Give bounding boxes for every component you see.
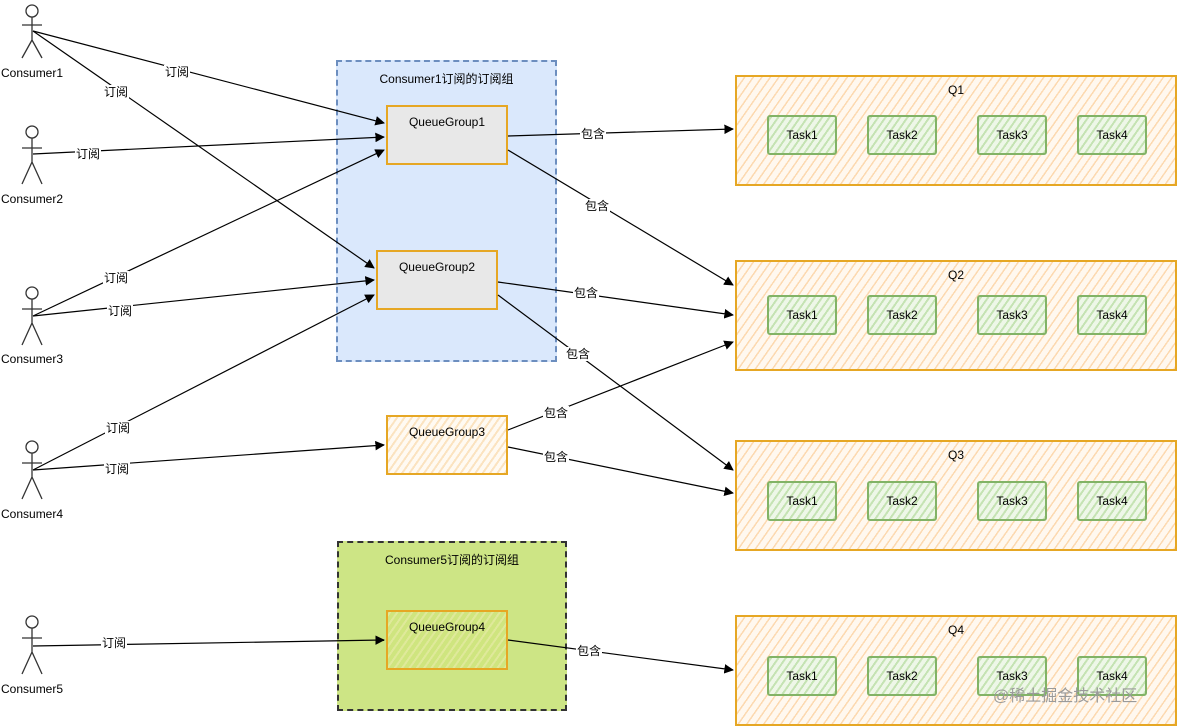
contains-label: 包含 [565, 347, 592, 361]
queuegroup2-box[interactable]: QueueGroup2 [376, 250, 498, 310]
queuegroup-label: QueueGroup4 [408, 620, 486, 634]
queuegroup-label: QueueGroup3 [408, 425, 486, 439]
task[interactable]: Task3 [977, 115, 1047, 155]
edge-c1-qg1 [32, 30, 385, 126]
queue-q2[interactable]: Q2 Task1 Task2 Task3 Task4 [735, 260, 1177, 371]
queue-title: Q2 [947, 268, 964, 282]
queuegroup-label: QueueGroup1 [408, 115, 486, 129]
queuegroup1-box[interactable]: QueueGroup1 [386, 105, 508, 165]
edge-c5-qg4 [32, 635, 385, 647]
task[interactable]: Task4 [1077, 481, 1147, 521]
edge-c3-qg1 [32, 149, 385, 317]
edge-qg2-q3 [497, 294, 734, 471]
contains-label: 包含 [580, 127, 607, 141]
edge-qg4-q4 [507, 639, 734, 674]
watermark: @稀土掘金技术社区 [993, 688, 1138, 705]
contains-label: 包含 [543, 406, 570, 420]
task[interactable]: Task3 [977, 295, 1047, 335]
task[interactable]: Task1 [767, 656, 837, 696]
queue-title: Q4 [947, 623, 964, 637]
contains-label: 包含 [543, 450, 570, 464]
subscribe-label: 订阅 [101, 636, 128, 650]
task[interactable]: Task4 [1077, 656, 1147, 696]
subscribe-label: 订阅 [103, 85, 130, 99]
subscribe-label: 订阅 [75, 147, 102, 161]
consumer2-label: Consumer2 [1, 192, 64, 206]
contains-label: 包含 [573, 286, 600, 300]
subscribe-label: 订阅 [104, 462, 131, 476]
edge-c1-qg2 [32, 30, 375, 269]
consumer4-actor-icon [21, 440, 43, 500]
edge-c4-qg3 [32, 440, 385, 471]
consumer3-label: Consumer3 [1, 352, 64, 366]
subscribe-label: 订阅 [107, 304, 134, 318]
task[interactable]: Task3 [977, 656, 1047, 696]
queue-q1[interactable]: Q1 Task1 Task2 Task3 Task4 [735, 75, 1177, 186]
edge-c4-qg2 [32, 294, 375, 471]
consumer4-label: Consumer4 [1, 507, 64, 521]
queuegroup4-box[interactable]: QueueGroup4 [386, 610, 508, 670]
queue-q4[interactable]: Q4 Task1 Task2 Task3 Task4 [735, 615, 1177, 726]
consumer5-subscription-region: Consumer5订阅的订阅组 [337, 541, 567, 711]
contains-label: 包含 [576, 644, 603, 658]
edge-qg3-q2 [507, 340, 734, 431]
task[interactable]: Task2 [867, 295, 937, 335]
subscribe-label: 订阅 [105, 421, 132, 435]
consumer1-actor-icon [21, 4, 43, 59]
edge-qg3-q3 [507, 446, 734, 496]
region-title: Consumer1订阅的订阅组 [379, 72, 514, 86]
contains-label: 包含 [584, 199, 611, 213]
queuegroup3-box[interactable]: QueueGroup3 [386, 415, 508, 475]
task[interactable]: Task2 [867, 115, 937, 155]
queuegroup-label: QueueGroup2 [398, 260, 476, 274]
subscribe-label: 订阅 [103, 271, 130, 285]
task[interactable]: Task1 [767, 481, 837, 521]
edge-c3-qg2 [32, 276, 375, 317]
queue-q3[interactable]: Q3 Task1 Task2 Task3 Task4 [735, 440, 1177, 551]
task[interactable]: Task4 [1077, 115, 1147, 155]
consumer5-label: Consumer5 [1, 682, 64, 696]
edge-qg1-q1 [507, 124, 734, 137]
task[interactable]: Task1 [767, 295, 837, 335]
consumer3-actor-icon [21, 286, 43, 346]
edge-qg2-q2 [497, 281, 734, 319]
task[interactable]: Task2 [867, 481, 937, 521]
task[interactable]: Task1 [767, 115, 837, 155]
subscribe-label: 订阅 [164, 65, 191, 79]
task[interactable]: Task2 [867, 656, 937, 696]
consumer1-label: Consumer1 [1, 66, 64, 80]
queue-title: Q1 [947, 83, 964, 97]
consumer5-actor-icon [21, 615, 43, 675]
consumer2-actor-icon [21, 125, 43, 185]
task[interactable]: Task4 [1077, 295, 1147, 335]
edge-qg1-q2 [507, 149, 734, 286]
queue-title: Q3 [947, 448, 964, 462]
task[interactable]: Task3 [977, 481, 1047, 521]
region-title: Consumer5订阅的订阅组 [384, 553, 520, 567]
